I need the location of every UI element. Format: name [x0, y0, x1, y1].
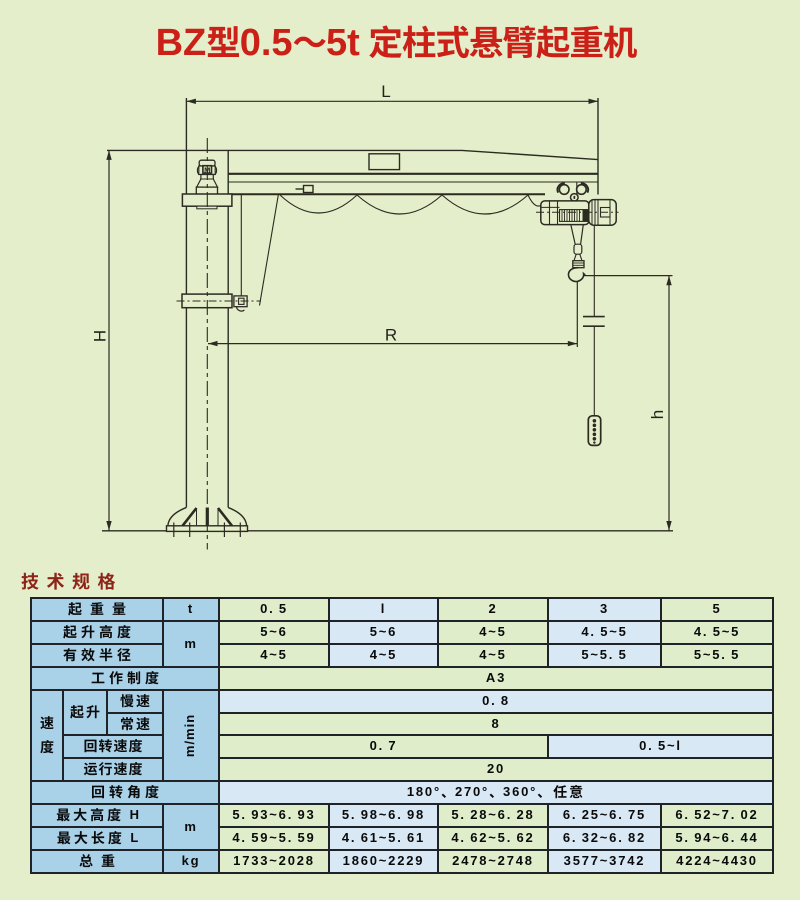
- svg-text:H: H: [91, 330, 110, 342]
- svg-text:R: R: [385, 326, 397, 345]
- svg-text:L: L: [381, 82, 390, 101]
- svg-text:h: h: [648, 410, 667, 419]
